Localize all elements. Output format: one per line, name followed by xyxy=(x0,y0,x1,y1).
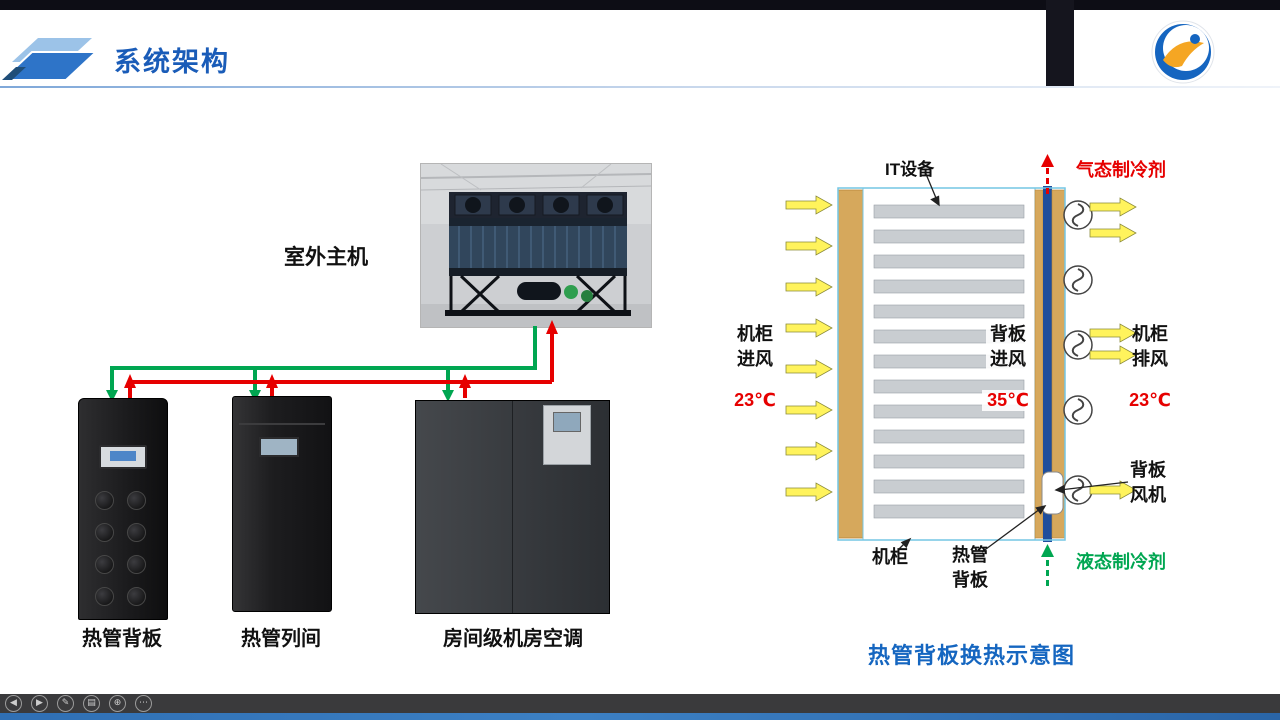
header-divider xyxy=(0,86,1280,88)
unit-display xyxy=(259,437,299,457)
exhaust-temp-label: 23℃ xyxy=(1129,390,1171,410)
page-title: 系统架构 xyxy=(114,47,230,77)
outdoor-unit-label: 室外主机 xyxy=(284,246,368,269)
gas-refrigerant-arrow xyxy=(1041,154,1054,194)
unit-label-inrow: 热管列间 xyxy=(241,628,321,650)
unit-label-crac: 房间级机房空调 xyxy=(443,628,583,650)
presenter-toolbar: ◀ ▶ ✎ ▤ ⊕ ⋯ xyxy=(0,694,1280,713)
exhaust-air-arrows xyxy=(1089,197,1137,500)
intake-temp-label: 23℃ xyxy=(734,390,776,410)
callout-pointers xyxy=(897,173,1129,553)
heat-pipe-backplane-label: 热管背板 xyxy=(952,545,988,590)
room-level-crac-photo xyxy=(415,400,610,614)
it-equipment-label: IT设备 xyxy=(885,160,935,179)
zoom-tool-button[interactable]: ⊕ xyxy=(109,695,126,712)
heat-pipe-backplane-bar xyxy=(1043,186,1052,542)
cabinet-label: 机柜 xyxy=(872,547,908,567)
cabinet-outline xyxy=(837,187,1066,541)
liquid-refrigerant-arrow xyxy=(1041,544,1054,586)
fan-housing xyxy=(1041,471,1064,515)
slide-corner-decoration xyxy=(0,18,100,95)
cabinet-intake-label: 机柜进风 xyxy=(737,324,773,369)
outdoor-chiller-photo xyxy=(420,163,652,328)
refrigerant-piping xyxy=(106,320,558,402)
backplane-intake-label: 背板进风 xyxy=(986,322,1030,372)
gas-refrigerant-label: 气态制冷剂 xyxy=(1076,160,1166,180)
schematic-title: 热管背板换热示意图 xyxy=(868,643,1076,668)
liquid-refrigerant-label: 液态制冷剂 xyxy=(1076,552,1166,572)
heat-exchange-schematic xyxy=(730,150,1210,680)
backplane-temp-label: 35℃ xyxy=(982,390,1034,411)
unit-display xyxy=(543,405,591,465)
next-slide-button[interactable]: ▶ xyxy=(31,695,48,712)
intake-air-arrows xyxy=(785,195,833,502)
backplane-fans xyxy=(1063,200,1093,505)
company-logo-icon xyxy=(1150,19,1216,90)
unit-label-backplane: 热管背板 xyxy=(82,628,162,650)
dark-accent-strip xyxy=(1046,0,1074,86)
prev-slide-button[interactable]: ◀ xyxy=(5,695,22,712)
cabinet-front-panel xyxy=(837,189,864,539)
more-options-button[interactable]: ⋯ xyxy=(135,695,152,712)
backplane-fan-label: 背板风机 xyxy=(1130,460,1166,505)
heat-pipe-backplane-unit-photo xyxy=(78,398,168,620)
unit-display xyxy=(99,445,147,469)
slide-menu-button[interactable]: ▤ xyxy=(83,695,100,712)
bottom-blue-bar xyxy=(0,713,1280,720)
pen-tool-button[interactable]: ✎ xyxy=(57,695,74,712)
heat-pipe-inrow-unit-photo xyxy=(232,396,332,612)
cabinet-exhaust-label: 机柜排风 xyxy=(1132,324,1168,369)
top-black-bar xyxy=(0,0,1280,10)
